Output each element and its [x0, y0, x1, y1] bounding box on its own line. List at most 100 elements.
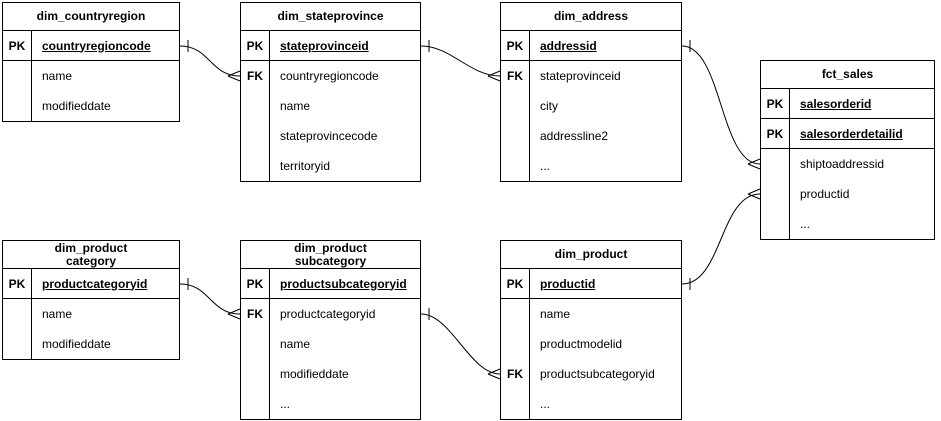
field-cell: productcategoryid: [280, 307, 376, 321]
table-row: ...: [761, 209, 934, 239]
table-row: PK salesorderid: [761, 89, 934, 119]
field-cell: productmodelid: [540, 337, 623, 351]
entity-title: dim_stateprovince: [241, 3, 420, 31]
table-row: ...: [241, 389, 420, 419]
table-row: territoryid: [241, 151, 420, 181]
table-row: ...: [501, 151, 681, 181]
key-cell: PK: [761, 119, 790, 148]
field-cell: name: [42, 69, 73, 83]
field-cell: name: [280, 337, 311, 351]
field-cell: addressline2: [540, 129, 609, 143]
entity-dim-countryregion: dim_countryregion PK countryregioncode n…: [2, 2, 180, 122]
key-cell: PK: [501, 31, 530, 60]
entity-dim-product: dim_product PK productid name productmod…: [500, 240, 682, 420]
key-cell: [761, 209, 790, 239]
entity-fct-sales: fct_sales PK salesorderid PK salesorderd…: [760, 60, 935, 240]
key-cell: PK: [241, 31, 270, 60]
table-row: PK productsubcategoryid: [241, 269, 420, 299]
table-row: city: [501, 91, 681, 121]
table-row: ...: [501, 389, 681, 419]
entity-title: dim_product subcategory: [241, 241, 420, 269]
field-cell: addressid: [540, 38, 597, 53]
key-cell: PK: [241, 269, 270, 298]
table-row: name: [3, 299, 179, 329]
entity-dim-stateprovince: dim_stateprovince PK stateprovinceid FK …: [240, 2, 421, 182]
key-cell: [761, 179, 790, 209]
relationship-productsubcategory-product: [420, 308, 501, 380]
field-cell: productid: [540, 276, 596, 291]
field-cell: name: [540, 307, 571, 321]
entity-dim-productsubcategory: dim_product subcategory PK productsubcat…: [240, 240, 421, 420]
key-cell: [501, 91, 530, 121]
table-row: FK countryregioncode: [241, 61, 420, 91]
field-cell: productid: [800, 187, 850, 201]
table-row: modifieddate: [241, 359, 420, 389]
entity-title: dim_product category: [3, 241, 179, 269]
key-cell: [241, 91, 270, 121]
key-cell: [3, 61, 32, 91]
key-cell: FK: [241, 61, 270, 91]
entity-title: dim_product: [501, 241, 681, 269]
key-cell: [501, 151, 530, 181]
field-cell: productsubcategoryid: [280, 276, 407, 291]
key-cell: FK: [501, 359, 530, 389]
crow-foot-icon: [227, 70, 241, 82]
field-cell: city: [540, 99, 558, 113]
key-cell: FK: [501, 61, 530, 91]
entity-dim-productcategory: dim_product category PK productcategoryi…: [2, 240, 180, 360]
key-cell: [241, 389, 270, 419]
key-cell: [241, 151, 270, 181]
key-cell: [241, 121, 270, 151]
table-row: PK addressid: [501, 31, 681, 61]
table-row: name: [241, 91, 420, 121]
key-cell: FK: [241, 299, 270, 329]
table-row: productid: [761, 179, 934, 209]
relationship-productcategory-productsubcategory: [179, 278, 241, 320]
field-cell: shiptoaddressid: [800, 157, 885, 171]
table-row: name: [241, 329, 420, 359]
field-cell: territoryid: [280, 159, 331, 173]
field-cell: ...: [280, 397, 291, 411]
table-row: productmodelid: [501, 329, 681, 359]
key-cell: [761, 149, 790, 179]
crow-foot-icon: [227, 308, 241, 320]
field-cell: salesorderid: [800, 96, 872, 111]
field-cell: countryregioncode: [42, 38, 151, 53]
crow-foot-icon: [747, 158, 761, 170]
key-cell: PK: [3, 31, 32, 60]
table-row: stateprovincecode: [241, 121, 420, 151]
table-row: PK salesorderdetailid: [761, 119, 934, 149]
key-cell: [241, 329, 270, 359]
key-cell: [501, 121, 530, 151]
key-cell: [501, 299, 530, 329]
key-cell: PK: [501, 269, 530, 298]
entity-title: dim_address: [501, 3, 681, 31]
key-cell: [3, 329, 32, 359]
table-row: modifieddate: [3, 329, 179, 359]
key-cell: [3, 91, 32, 121]
field-cell: stateprovincecode: [280, 129, 378, 143]
entity-dim-address: dim_address PK addressid FK stateprovinc…: [500, 2, 682, 182]
entity-title: dim_countryregion: [3, 3, 179, 31]
table-row: addressline2: [501, 121, 681, 151]
field-cell: modifieddate: [42, 99, 111, 113]
field-cell: countryregioncode: [280, 69, 379, 83]
field-cell: ...: [540, 159, 551, 173]
table-row: PK countryregioncode: [3, 31, 179, 61]
crow-foot-icon: [487, 70, 501, 82]
field-cell: modifieddate: [42, 337, 111, 351]
relationship-stateprovince-address: [420, 40, 501, 82]
relationship-address-fctsales: [681, 40, 761, 170]
field-cell: productsubcategoryid: [540, 367, 655, 381]
table-row: name: [3, 61, 179, 91]
key-cell: PK: [3, 269, 32, 298]
field-cell: name: [280, 99, 311, 113]
entity-title: fct_sales: [761, 61, 934, 89]
field-cell: modifieddate: [280, 367, 349, 381]
crow-foot-icon: [487, 368, 501, 380]
table-row: PK productcategoryid: [3, 269, 179, 299]
field-cell: salesorderdetailid: [800, 126, 903, 141]
key-cell: PK: [761, 89, 790, 118]
field-cell: stateprovinceid: [540, 69, 621, 83]
